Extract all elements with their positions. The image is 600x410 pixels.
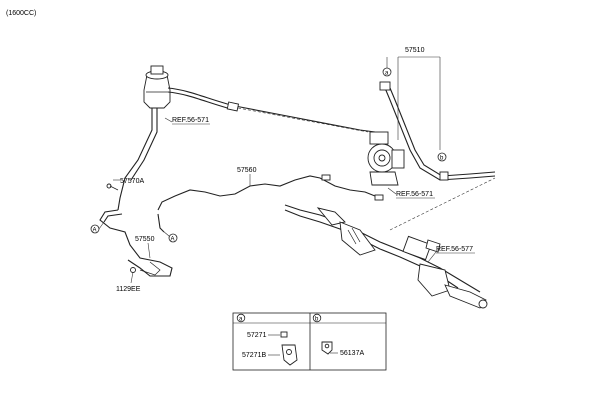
svg-text:a: a <box>385 71 389 77</box>
svg-text:b: b <box>440 156 444 162</box>
steering-gear-box[interactable] <box>284 204 488 309</box>
detail-section-b-marker: b <box>312 313 322 322</box>
part-57271B-bracket[interactable] <box>281 344 298 366</box>
dashed-link-pump-rack <box>389 177 496 231</box>
label-57510: 57510 <box>405 47 425 54</box>
variant-label: (1600CC) <box>6 10 36 17</box>
callout-A-left[interactable]: A <box>90 224 100 234</box>
return-hose-57550[interactable] <box>99 209 173 277</box>
clip-1129EE[interactable] <box>130 267 136 284</box>
dashed-link-reservoir-pump <box>237 107 369 133</box>
label-57560: 57560 <box>237 167 257 174</box>
label-56137A: 56137A <box>340 350 364 357</box>
reservoir-tank[interactable] <box>143 65 171 109</box>
label-57271: 57271 <box>247 332 267 339</box>
suction-hose[interactable] <box>167 87 376 133</box>
ref-label-3[interactable]: REF.56-577 <box>436 246 473 253</box>
svg-text:a: a <box>239 316 243 322</box>
detail-box: a b 57271 57271B 56137A <box>232 312 387 371</box>
svg-text:b: b <box>315 316 319 322</box>
svg-text:A: A <box>171 237 175 243</box>
callout-a-top[interactable]: a <box>382 67 392 77</box>
label-57550: 57550 <box>135 236 155 243</box>
label-1129EE: 1129EE <box>116 286 141 293</box>
callout-A-right[interactable]: A <box>168 233 178 243</box>
pressure-hose-57560[interactable] <box>157 175 381 211</box>
return-hose-57570A[interactable] <box>117 108 153 211</box>
pump-hose-57510[interactable] <box>384 87 496 181</box>
label-57271B: 57271B <box>242 352 266 359</box>
part-56137A-clip[interactable] <box>321 341 333 355</box>
ref-label-2[interactable]: REF.56-571 <box>396 191 433 198</box>
part-57271-clip[interactable] <box>280 331 288 338</box>
callout-b-top[interactable]: b <box>437 152 447 162</box>
svg-text:A: A <box>93 228 97 234</box>
power-steering-pump[interactable] <box>367 131 405 186</box>
label-57570A: 57570A <box>120 178 144 185</box>
detail-section-a-marker: a <box>236 313 246 322</box>
ref-label-1[interactable]: REF.56-571 <box>172 117 209 124</box>
